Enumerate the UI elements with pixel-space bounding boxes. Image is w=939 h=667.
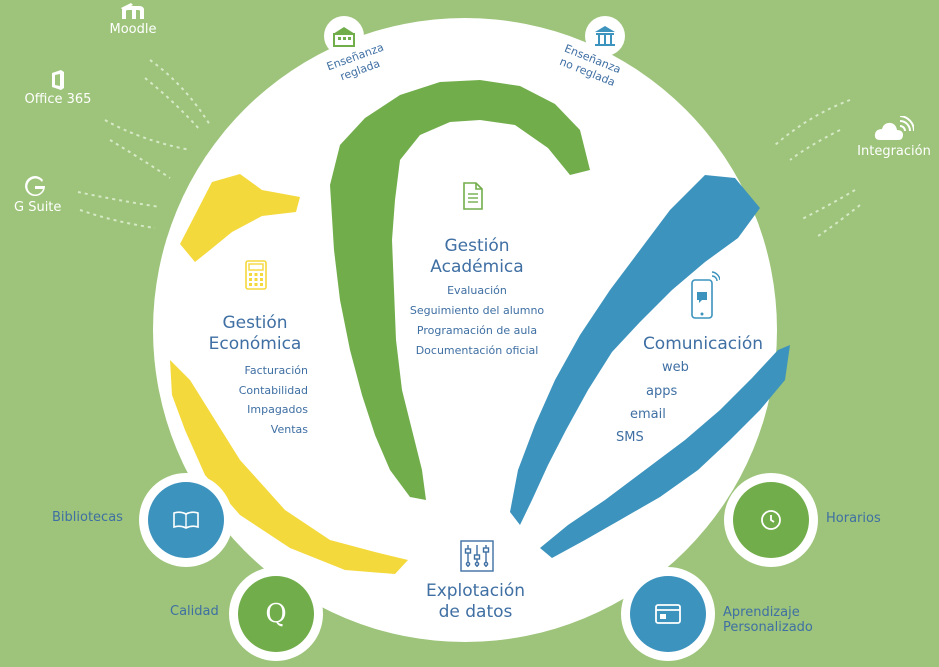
moodle-icon [121, 3, 144, 19]
section-comunicacion-item: SMS [616, 430, 644, 445]
connector-arcs-right [774, 99, 861, 239]
section-explotacion-title-line1: Explotación [425, 581, 526, 601]
mobile-message-icon [691, 271, 721, 319]
connector-arcs-left [77, 59, 211, 229]
module-aprendizaje-core [630, 576, 706, 652]
window-card-icon [655, 604, 681, 624]
integration-gsuite[interactable]: G Suite [14, 176, 61, 215]
section-economica-item: Impagados [247, 403, 308, 416]
q-icon: Q [265, 599, 287, 629]
integration-right[interactable]: Integración [850, 116, 938, 159]
section-economica-item: Ventas [270, 422, 308, 436]
badge-no-reglada [585, 16, 625, 56]
section-academica-items: Evaluación Seguimiento del alumno Progra… [402, 281, 552, 361]
section-economica-item: Contabilidad [238, 383, 308, 397]
section-academica-item: Seguimiento del alumno [409, 304, 545, 317]
section-comunicacion-icon-wrap [690, 270, 721, 324]
main-circle [153, 18, 777, 642]
module-bibliotecas[interactable] [139, 473, 233, 567]
module-aprendizaje-label: Aprendizaje Personalizado [723, 605, 813, 635]
section-economica-item: Facturación [244, 364, 308, 377]
module-horarios-label: Horarios [826, 511, 881, 526]
section-explotacion-icon-wrap [460, 540, 494, 576]
academy-building-icon [595, 26, 615, 46]
module-calidad-core: Q [238, 576, 314, 652]
document-icon [463, 182, 483, 210]
blue-brush-stroke-upper [510, 175, 760, 525]
integration-gsuite-label: G Suite [14, 200, 62, 215]
module-horarios-core [733, 482, 809, 558]
section-comunicacion-item: apps [646, 384, 678, 399]
module-aprendizaje-label-line1: Aprendizaje [723, 605, 800, 620]
calculator-icon [245, 260, 267, 290]
section-comunicacion-title: Comunicación [642, 334, 764, 354]
section-economica-title: Gestión Económica [190, 313, 320, 355]
section-academica-item: Documentación oficial [415, 344, 539, 357]
module-bibliotecas-core [148, 482, 224, 558]
section-economica-icon-wrap [245, 260, 267, 294]
yellow-brush-stroke [170, 174, 408, 574]
module-calidad[interactable]: Q [229, 567, 323, 661]
integration-moodle[interactable]: Moodle [104, 2, 162, 37]
book-icon [173, 511, 199, 529]
section-academica-item: Programación de aula [416, 324, 538, 337]
module-aprendizaje-label-line2: Personalizado [723, 620, 813, 635]
blue-brush-stroke-lower [540, 345, 790, 558]
section-economica-title-line2: Económica [208, 334, 302, 354]
school-building-icon [333, 27, 355, 47]
sliders-icon [460, 540, 494, 572]
section-explotacion-title-line2: de datos [438, 602, 513, 622]
section-comunicacion-item: web [662, 360, 689, 375]
module-calidad-label: Calidad [170, 604, 219, 619]
section-economica-title-line1: Gestión [222, 313, 288, 333]
clock-icon [761, 510, 781, 530]
badge-reglada [324, 16, 364, 56]
module-horarios[interactable] [724, 473, 818, 567]
section-academica-title-line1: Gestión [444, 236, 510, 256]
module-bibliotecas-label: Bibliotecas [52, 510, 123, 525]
gsuite-icon [25, 176, 45, 197]
integration-right-label: Integración [857, 144, 931, 159]
section-academica-title: Gestión Académica [412, 236, 542, 278]
section-economica-items: Facturación Contabilidad Impagados Venta… [228, 361, 308, 439]
section-academica-item: Evaluación [447, 284, 507, 297]
cloud-wifi-icon [874, 116, 914, 140]
integration-office365[interactable]: Office 365 [20, 70, 96, 107]
section-academica-icon-wrap [462, 182, 486, 214]
section-comunicacion-item: email [630, 407, 666, 422]
module-aprendizaje[interactable] [621, 567, 715, 661]
integration-office365-label: Office 365 [24, 92, 92, 107]
section-academica-title-line2: Académica [430, 257, 524, 277]
integration-moodle-label: Moodle [109, 22, 157, 37]
section-explotacion-title: Explotación de datos [418, 581, 533, 623]
office-icon [52, 70, 64, 90]
green-brush-stroke [330, 80, 590, 500]
